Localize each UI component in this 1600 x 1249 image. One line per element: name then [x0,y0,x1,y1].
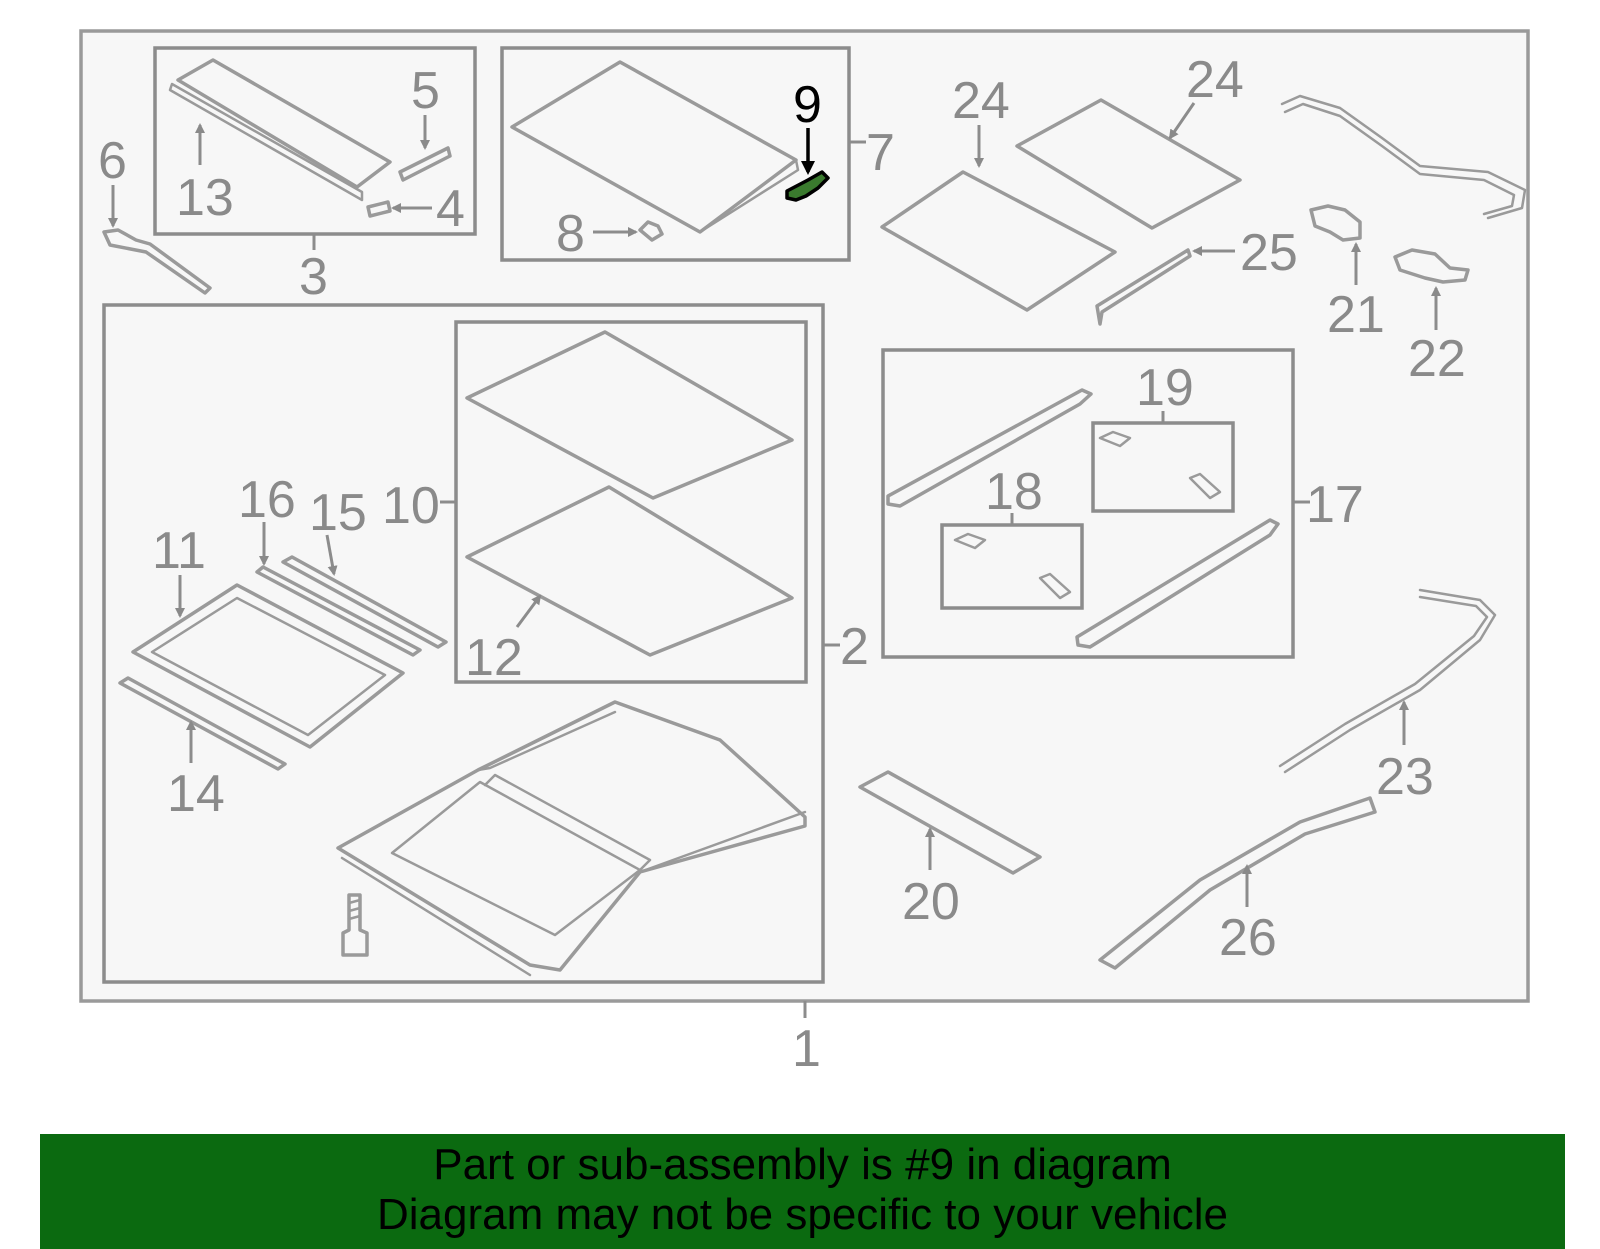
cable-23b [1278,595,1489,768]
clip-18a [953,532,987,550]
arrow-24-right [1168,102,1196,140]
callout-24-left: 24 [952,72,1010,130]
bracket-20 [858,770,1042,875]
callout-24-right: 24 [1186,51,1244,109]
glass-panel-13 [176,58,392,189]
callout-1: 1 [792,1020,821,1078]
glass-panel-10-upper [465,330,794,500]
roof-panel [336,700,807,972]
roof-edge [340,710,807,977]
callout-4: 4 [436,180,465,238]
banner-line-1: Part or sub-assembly is #9 in diagram [433,1140,1172,1189]
rail-6 [102,228,212,295]
callout-17: 17 [1306,476,1364,534]
frame-11 [131,583,405,749]
seal-15 [281,555,448,649]
trim-26 [1098,796,1377,970]
callout-11: 11 [152,522,206,580]
callout-7: 7 [866,124,895,182]
clip-18b [1038,572,1072,600]
callout-5: 5 [411,62,440,120]
info-banner: Part or sub-assembly is #9 in diagram Di… [40,1134,1565,1249]
callout-10: 10 [382,477,440,535]
callout-20: 20 [902,873,960,931]
callout-21: 21 [1327,286,1385,344]
handle-9-highlighted [785,170,830,202]
callout-12: 12 [465,629,523,687]
callout-9: 9 [793,76,822,134]
callout-6: 6 [98,132,127,190]
roof-crossbar [483,773,652,872]
shade-24-left [880,170,1117,312]
callout-3: 3 [299,248,328,306]
clip-19a [1098,430,1132,448]
clip-19b [1188,472,1222,500]
clip-4 [366,200,392,218]
glass-panel-12 [465,485,794,657]
callout-22: 22 [1408,330,1466,388]
callout-26: 26 [1219,909,1277,967]
seal-16 [255,565,422,657]
callout-14: 14 [167,765,225,823]
banner-line-2: Diagram may not be specific to your vehi… [376,1190,1229,1239]
rail-17-upper [886,388,1093,508]
callout-15: 15 [309,484,367,542]
strip-25 [1095,248,1192,326]
grommet-8 [638,220,664,242]
cable-23 [1283,588,1497,774]
callout-18: 18 [985,463,1043,521]
box-7 [500,46,851,262]
glass-seal-13 [168,82,364,202]
arrow-12 [515,594,542,628]
bolt-thread [347,898,362,921]
harness-top-2 [1283,102,1516,216]
arrow-15 [325,534,338,576]
callout-13: 13 [176,169,234,227]
frame-11-inner [150,596,387,737]
sunshade-edge-7 [698,158,800,234]
callout-19: 19 [1136,359,1194,417]
clip-5 [398,146,452,182]
shade-24-right [1015,98,1242,230]
connector-22 [1393,248,1470,284]
callout-8: 8 [556,205,585,263]
rail-17-lower [1075,518,1280,649]
callout-25: 25 [1240,224,1298,282]
callout-23: 23 [1376,748,1434,806]
connector-21 [1309,204,1362,242]
callout-2: 2 [840,618,869,676]
harness-top [1280,94,1527,220]
seal-14 [118,676,287,771]
callout-16: 16 [238,471,296,529]
